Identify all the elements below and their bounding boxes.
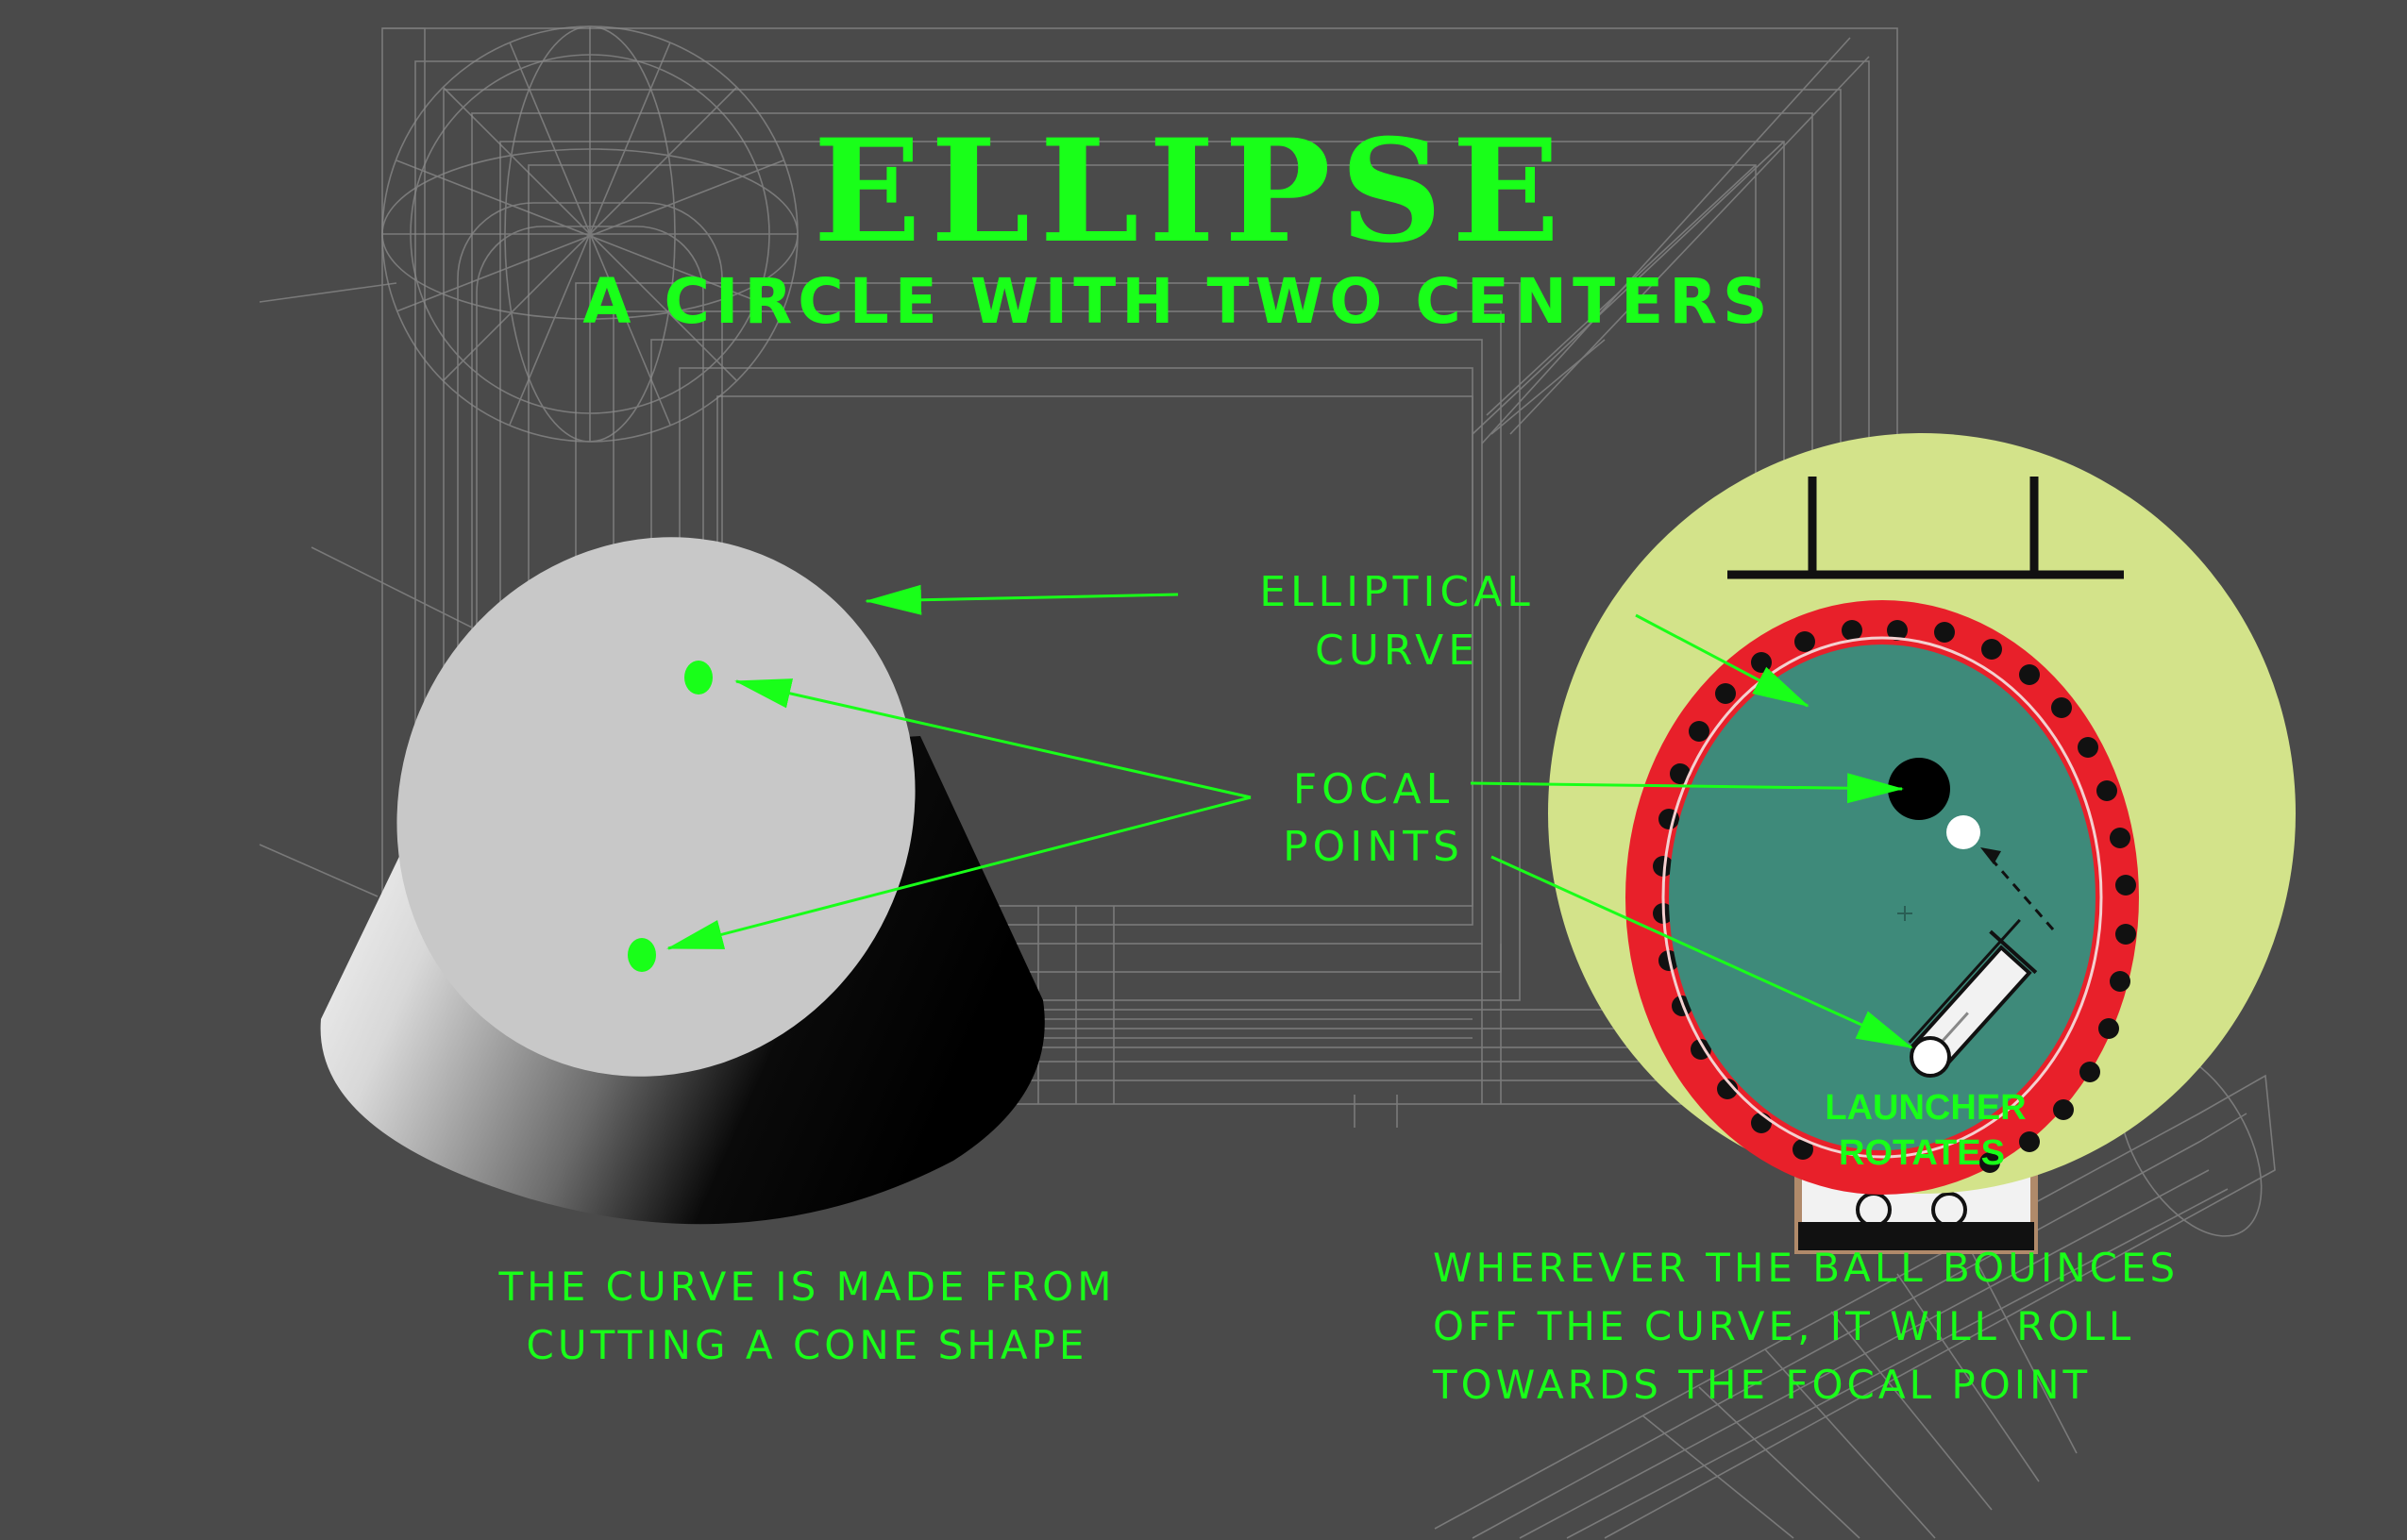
top-bumper-rail: [1727, 477, 2124, 579]
lower-focal-point: [628, 938, 656, 972]
focal-points-label-line1: FOCAL: [1293, 765, 1454, 813]
pinball: [1946, 815, 1980, 849]
launcher-label-line1: LAUNCHER: [1825, 1088, 2026, 1128]
cone-illustration: [320, 537, 1045, 1225]
cone-cut-ellipse: [396, 537, 916, 1077]
launcher-label-line2: ROTATES: [1839, 1133, 2005, 1173]
pinball-table-illustration: LAUNCHER ROTATES: [1548, 433, 2296, 1254]
cone-caption-line1: THE CURVE IS MADE FROM: [498, 1264, 1116, 1310]
launcher-ball: [1910, 1036, 1951, 1078]
page-subtitle: A CIRCLE WITH TWO CENTERS: [582, 265, 1773, 338]
focal-points-label-line2: POINTS: [1283, 823, 1464, 871]
rail-holes: [1653, 620, 2136, 1173]
page-title: ELLIPSE: [814, 109, 1570, 275]
callout-arrows: [666, 584, 1913, 1049]
wireframe-background: [259, 25, 2276, 1539]
playfield: [1669, 644, 2096, 1150]
elliptical-curve-label-line1: ELLIPTICAL: [1259, 568, 1535, 616]
cone-caption-line2: CUTTING A CONE SHAPE: [527, 1322, 1088, 1368]
bounce-caption-line2: OFF THE CURVE, IT WILL ROLL: [1433, 1303, 2134, 1349]
bounce-caption-line3: TOWARDS THE FOCAL POINT: [1432, 1362, 2091, 1408]
elliptical-curve-label-line2: CURVE: [1315, 627, 1479, 675]
bounce-caption-line1: WHEREVER THE BALL BOUINCES: [1433, 1245, 2179, 1291]
upper-focal-point: [684, 661, 713, 695]
